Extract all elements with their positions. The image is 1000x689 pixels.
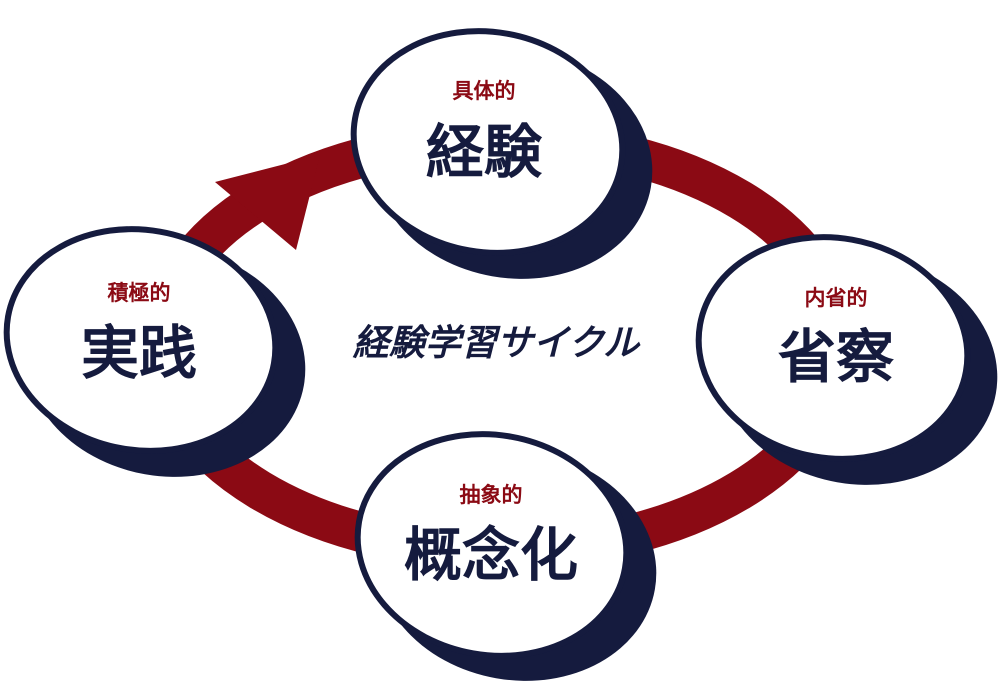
experience-sub-label: 具体的 bbox=[453, 79, 516, 103]
reflection-sub-label: 内省的 bbox=[805, 286, 868, 310]
node-conceptualization: 抽象的 概念化 bbox=[354, 431, 657, 681]
practice-main-label: 実践 bbox=[81, 319, 197, 387]
conceptualization-main-label: 概念化 bbox=[404, 521, 578, 589]
center-title: 経験学習サイクル bbox=[352, 323, 641, 364]
reflection-main-label: 省察 bbox=[778, 323, 894, 391]
practice-sub-label: 積極的 bbox=[108, 281, 171, 305]
node-practice: 積極的 実践 bbox=[3, 226, 306, 477]
cycle-arrowhead bbox=[215, 155, 320, 250]
conceptualization-sub-label: 抽象的 bbox=[460, 483, 523, 507]
node-experience: 具体的 経験 bbox=[350, 28, 653, 279]
experience-main-label: 経験 bbox=[426, 118, 543, 186]
node-reflection: 内省的 省察 bbox=[695, 234, 998, 485]
